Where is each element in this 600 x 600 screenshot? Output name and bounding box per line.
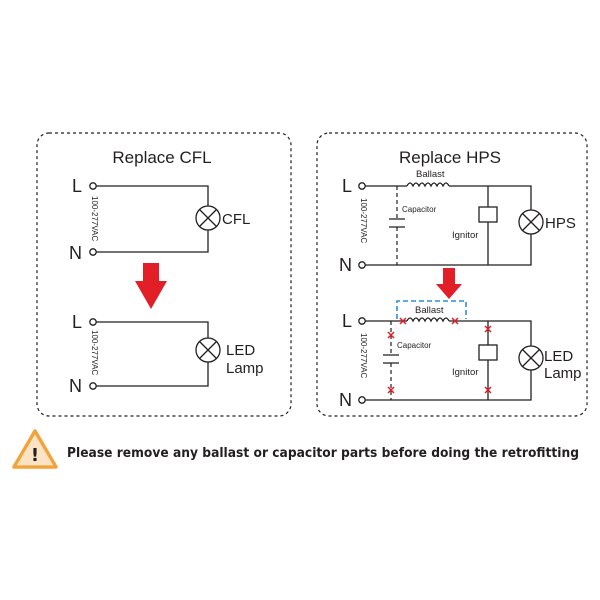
neutral-terminal-label: N [69,376,82,396]
ballast-coil-icon [406,317,450,322]
lamp-label-led-line1: LED [544,348,573,365]
neutral-terminal-label: N [69,243,82,263]
capacitor-label: Capacitor [397,341,432,350]
voltage-label: 100-277VAC [90,196,99,241]
circuit-hps-led: L N 100-277VAC Ballast Capacitor Ignitor [339,300,582,410]
line-terminal-label: L [72,176,82,196]
wire [365,320,532,401]
lamp-symbol-icon [518,345,544,371]
voltage-label: 100-277VAC [359,198,368,243]
terminal [89,248,97,256]
circuit-cfl: L N 100-277VAC CFL [69,176,250,263]
ignitor-box-icon [478,206,498,223]
voltage-label: 100-277VAC [90,330,99,375]
terminal [358,396,366,404]
panel-replace-hps: Replace HPS L N 100-277VAC Ballast Capac… [316,132,588,417]
ballast-label: Ballast [416,169,445,180]
remove-mark-icon [387,317,492,394]
lamp-symbol-icon [195,337,221,363]
terminal [89,182,97,190]
wire [96,321,209,387]
terminal [89,318,97,326]
wire [365,185,532,266]
ignitor-label: Ignitor [452,230,478,241]
lamp-symbol-icon [518,209,544,235]
bypass-highlight [396,300,467,319]
down-arrow-icon [436,268,462,299]
circuit-led: L N 100-277VAC LED Lamp [69,312,264,396]
neutral-terminal-label: N [339,390,352,410]
lamp-symbol-icon [195,205,221,231]
ballast-coil-icon [406,182,450,187]
wire [96,185,209,253]
panel-border-left [36,132,292,417]
lamp-label-cfl: CFL [222,211,250,228]
circuit-hps: L N 100-277VAC Ballast Capacitor Ignitor… [339,169,576,275]
terminal [358,182,366,190]
lamp-label-led-line1: LED [226,342,255,359]
lamp-label-led-line2: Lamp [544,365,582,382]
terminal [89,382,97,390]
line-terminal-label: L [72,312,82,332]
voltage-label: 100-277VAC [359,333,368,378]
terminal [358,261,366,269]
ignitor-box-icon [478,344,498,361]
ballast-label: Ballast [415,305,444,316]
down-arrow-icon [135,263,167,309]
capacitor-label: Capacitor [402,205,437,214]
line-terminal-label: L [342,176,352,196]
warning-exclamation: ! [31,445,39,466]
panel-title-hps: Replace HPS [399,148,501,167]
lamp-label-hps: HPS [545,215,576,232]
capacitor-plates-icon [389,218,405,228]
lamp-label-led-line2: Lamp [226,360,264,377]
warning-notice: ! Please remove any ballast or capacitor… [12,429,579,469]
warning-text: Please remove any ballast or capacitor p… [67,445,579,461]
warning-triangle-icon [12,429,58,469]
panel-title-cfl: Replace CFL [112,148,211,167]
panel-border-right [316,132,588,417]
panel-replace-cfl: Replace CFL L N 100-277VAC CFL L N 100-2… [36,132,292,417]
capacitor-plates-icon [383,354,399,364]
terminal [358,317,366,325]
neutral-terminal-label: N [339,255,352,275]
line-terminal-label: L [342,311,352,331]
ignitor-label: Ignitor [452,367,478,378]
